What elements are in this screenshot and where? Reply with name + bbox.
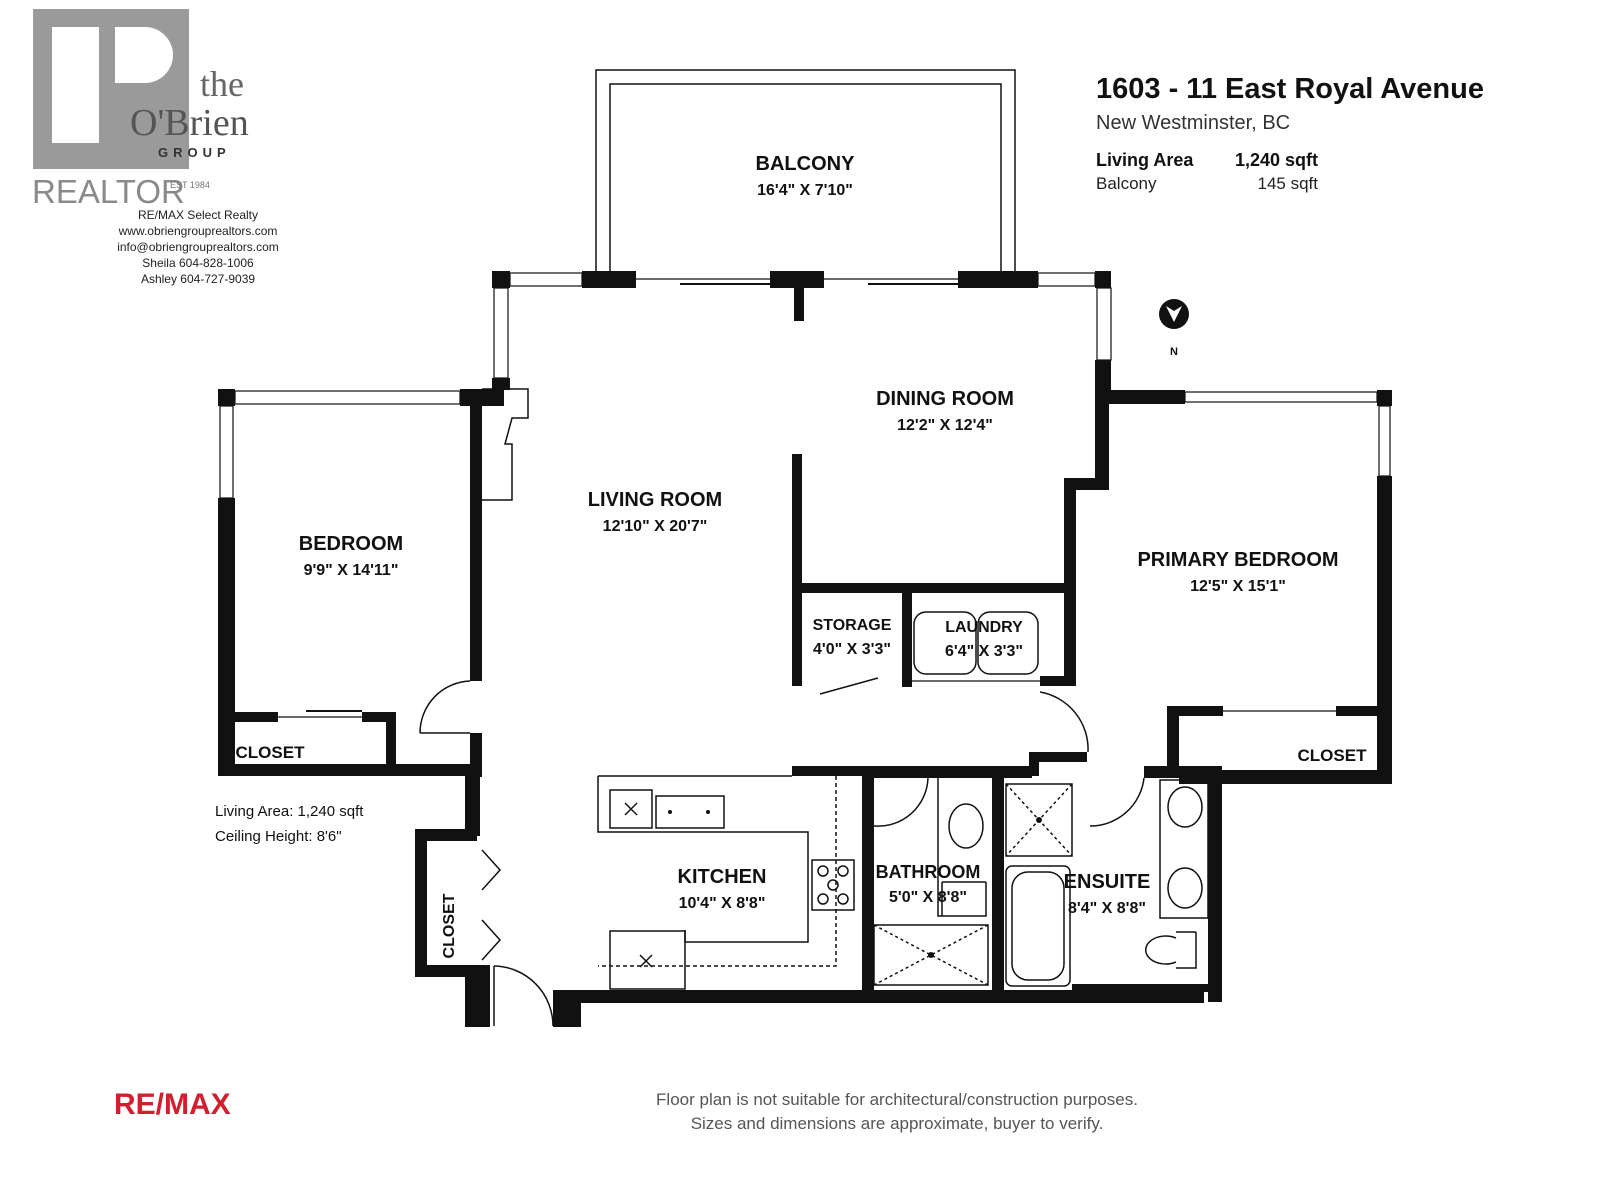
- logo-est: EST 1984: [170, 180, 210, 190]
- ensuite-dims: 8'4" X 8'8": [1068, 900, 1146, 917]
- living-room-dims: 12'10" X 20'7": [603, 518, 708, 535]
- living-room-name: LIVING ROOM: [588, 489, 722, 511]
- disclaimer-line-1: Floor plan is not suitable for architect…: [656, 1090, 1138, 1109]
- address-title: 1603 - 11 East Royal Avenue: [1096, 73, 1484, 105]
- living-area-value: 1,240 sqft: [1235, 150, 1318, 170]
- balcony-area-label: Balcony: [1096, 174, 1157, 193]
- website: www.obriengrouprealtors.com: [118, 224, 278, 238]
- bedroom-closet-name: CLOSET: [236, 743, 306, 762]
- dining-room-name: DINING ROOM: [876, 388, 1014, 410]
- footer: RE/MAX Floor plan is not suitable for ar…: [114, 1088, 1138, 1133]
- primary-bedroom-dims: 12'5" X 15'1": [1190, 578, 1286, 595]
- dining-room-dims: 12'2" X 12'4": [897, 417, 993, 434]
- listing-header: 1603 - 11 East Royal Avenue New Westmins…: [1096, 73, 1484, 193]
- ensuite-name: ENSUITE: [1064, 871, 1151, 893]
- logo-the: the: [200, 64, 244, 104]
- laundry-name: LAUNDRY: [945, 619, 1023, 636]
- logo-group: GROUP: [158, 145, 231, 160]
- compass-label: N: [1170, 346, 1178, 358]
- plan-ceiling-height: Ceiling Height: 8'6": [215, 828, 342, 845]
- brokerage-name: RE/MAX Select Realty: [138, 208, 258, 222]
- obrien-group-logo: the O'Brien GROUP REALTOR EST 1984 RE/MA…: [32, 9, 279, 286]
- plan-notes: Living Area: 1,240 sqft Ceiling Height: …: [215, 803, 364, 845]
- logo-realtor: REALTOR: [32, 173, 185, 210]
- bedroom-name: BEDROOM: [299, 533, 403, 555]
- primary-bedroom-name: PRIMARY BEDROOM: [1137, 549, 1338, 571]
- logo-name: O'Brien: [130, 102, 249, 144]
- balcony-name: BALCONY: [756, 153, 856, 175]
- city: New Westminster, BC: [1096, 112, 1290, 134]
- email: info@obriengrouprealtors.com: [117, 240, 279, 254]
- balcony-dims: 16'4" X 7'10": [757, 182, 853, 199]
- kitchen-name: KITCHEN: [678, 866, 767, 888]
- phone-ashley: Ashley 604-727-9039: [141, 272, 255, 286]
- room-labels: BALCONY 16'4" X 7'10" DINING ROOM 12'2" …: [236, 153, 1368, 958]
- walls: [218, 69, 1392, 1027]
- phone-sheila: Sheila 604-828-1006: [142, 256, 254, 270]
- laundry-dims: 6'4" X 3'3": [945, 643, 1023, 660]
- bathroom-name: BATHROOM: [876, 862, 981, 882]
- north-compass-icon: N: [1159, 299, 1189, 358]
- living-area-label: Living Area: [1096, 150, 1194, 170]
- entry-closet-name: CLOSET: [441, 893, 458, 958]
- kitchen-dims: 10'4" X 8'8": [679, 895, 766, 912]
- bedroom-dims: 9'9" X 14'11": [304, 562, 399, 579]
- plan-living-area: Living Area: 1,240 sqft: [215, 803, 364, 820]
- remax-logo: RE/MAX: [114, 1088, 231, 1121]
- disclaimer-line-2: Sizes and dimensions are approximate, bu…: [691, 1114, 1104, 1133]
- storage-dims: 4'0" X 3'3": [813, 641, 891, 658]
- storage-name: STORAGE: [813, 617, 892, 634]
- bathroom-dims: 5'0" X 8'8": [889, 889, 967, 906]
- balcony-area-value: 145 sqft: [1258, 174, 1319, 193]
- primary-closet-name: CLOSET: [1298, 746, 1368, 765]
